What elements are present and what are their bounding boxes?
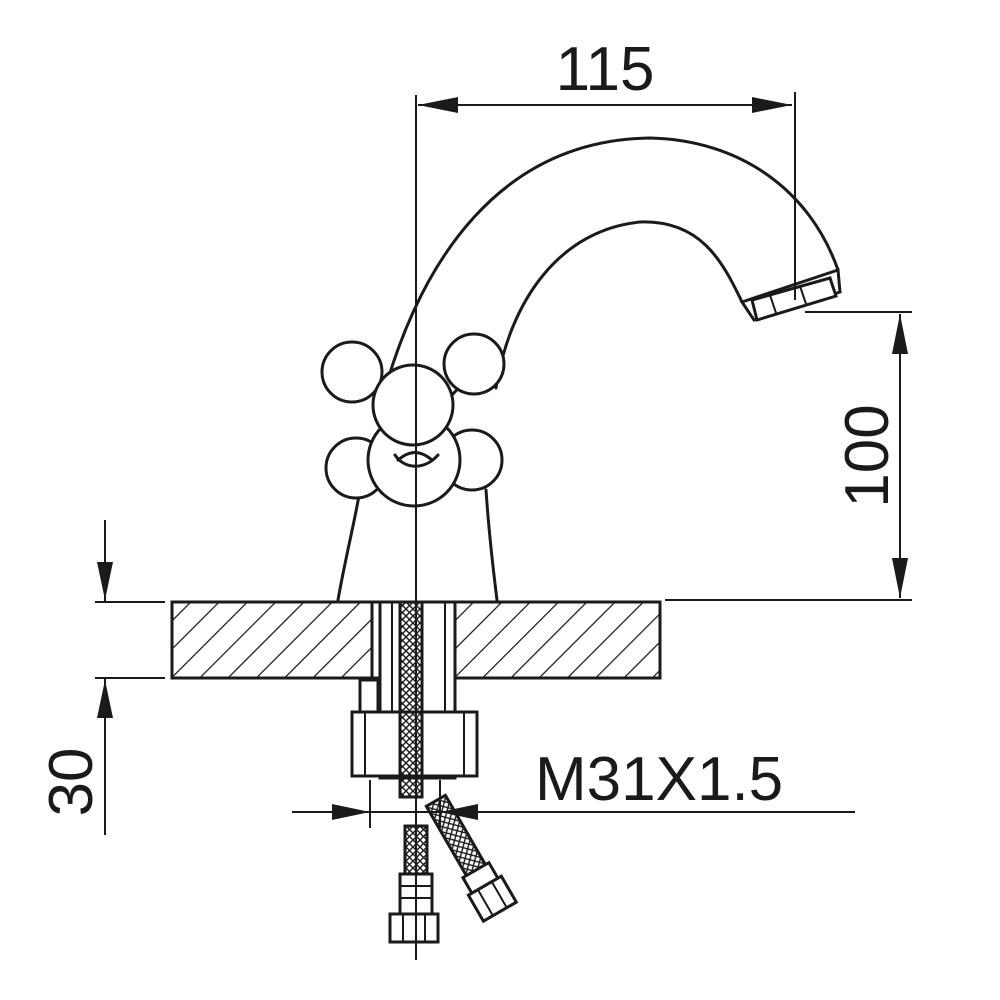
handle-knob-top-right: [442, 332, 506, 396]
handle-cap: [371, 363, 455, 447]
dimension-height: 100: [665, 311, 912, 601]
dimension-reach: 115: [418, 35, 796, 300]
faucet-body: [336, 488, 499, 602]
handle-knob-top-left: [320, 340, 384, 404]
dimension-deck-label: 30: [37, 748, 106, 817]
dimension-thread: M31X1.5: [292, 745, 855, 828]
dimension-deck: 30: [37, 520, 165, 835]
dimension-reach-label: 115: [556, 35, 655, 104]
supply-hoses: [388, 600, 519, 944]
dimension-thread-label: M31X1.5: [535, 745, 783, 814]
spout: [380, 136, 842, 402]
dimension-height-label: 100: [833, 404, 902, 507]
countertop-section: [170, 600, 662, 680]
cross-handle: [320, 332, 506, 508]
